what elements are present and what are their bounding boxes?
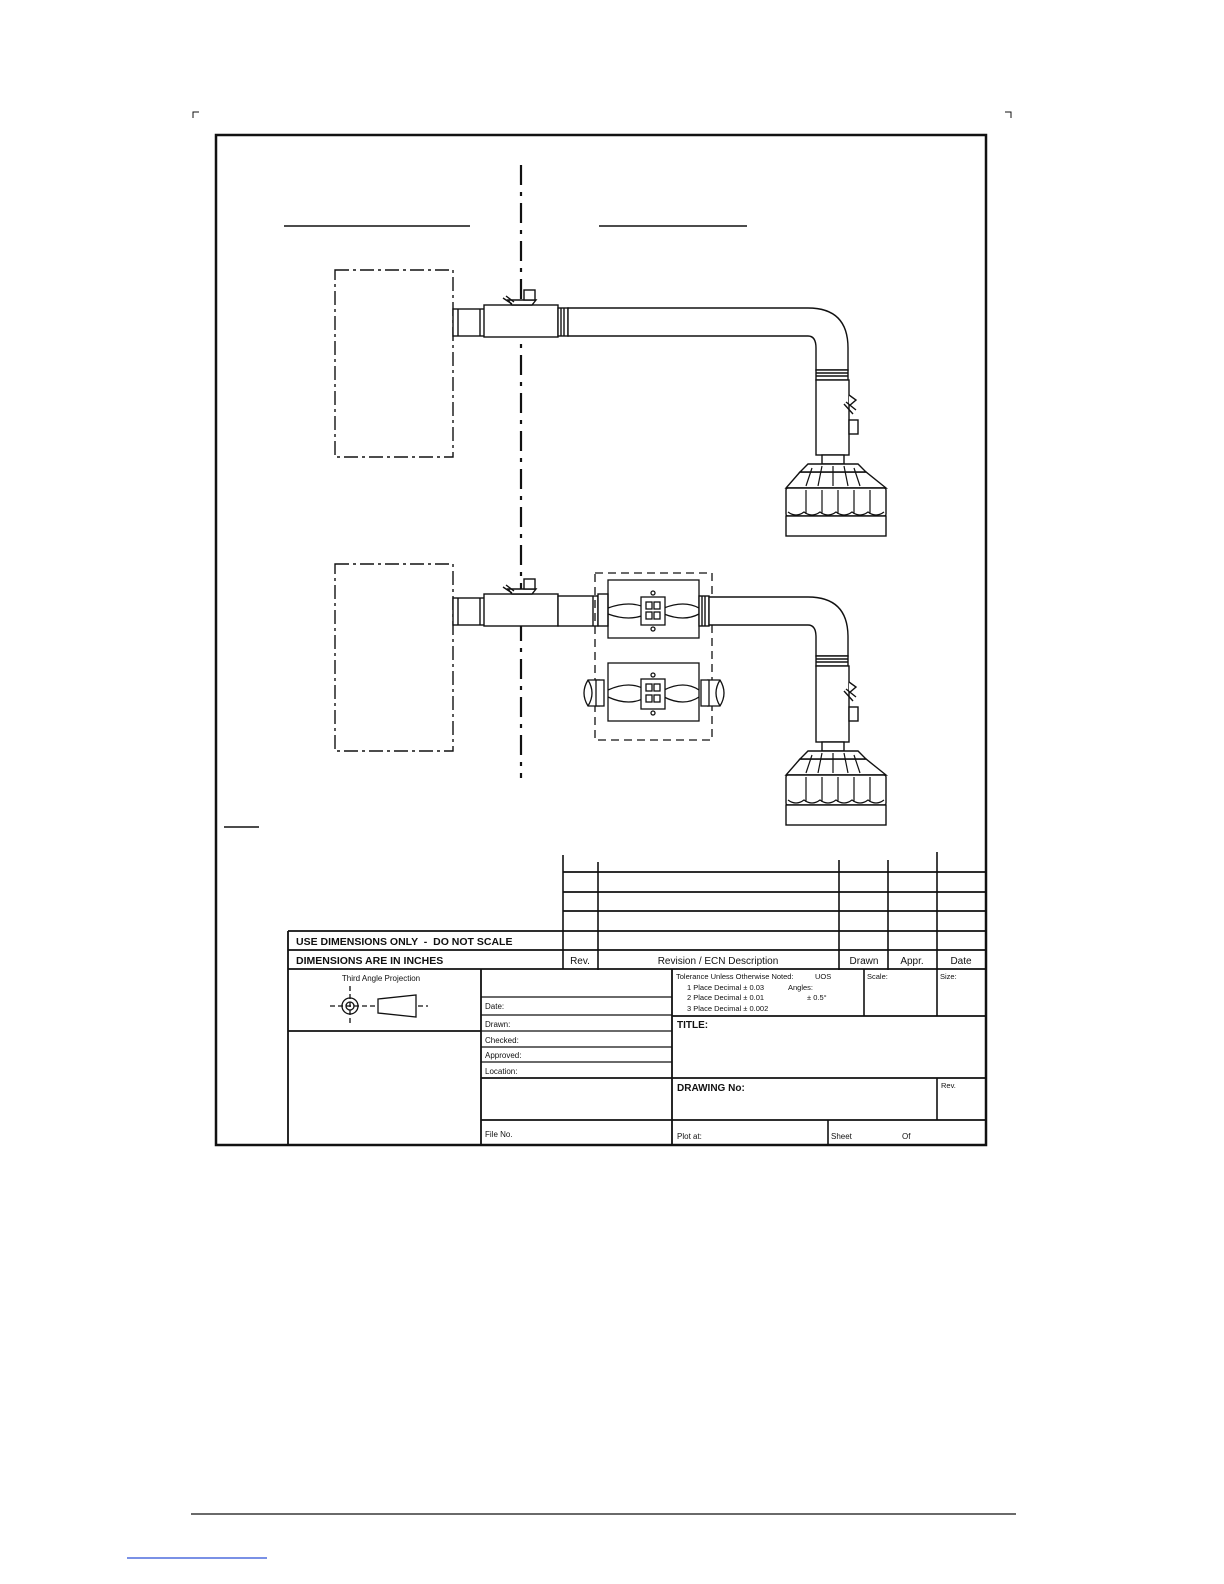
- upper-luminaire-detail: [787, 465, 885, 516]
- rev-header: Rev.: [570, 956, 590, 967]
- upper-terminal-block: [640, 596, 666, 626]
- description-header: Revision / ECN Description: [658, 956, 779, 967]
- lower-fitting-body: [815, 665, 850, 743]
- upper-enclosure: [334, 269, 454, 458]
- lower-valve-body: [483, 593, 559, 627]
- title-block-lines: [287, 852, 986, 1145]
- splice-kit-frame: [594, 572, 713, 741]
- lower-enclosure: [334, 563, 454, 752]
- lower-valve-stem: [523, 578, 536, 590]
- upper-valve-body: [483, 304, 559, 338]
- tolerance-heading: Tolerance Unless Otherwise Noted:: [676, 972, 794, 981]
- lower-assembly: [334, 563, 609, 752]
- lower-conduit-run: [698, 595, 888, 826]
- checked-field-label: Checked:: [485, 1036, 519, 1045]
- drawn-field-label: Drawn:: [485, 1020, 510, 1029]
- title-label: TITLE:: [677, 1020, 708, 1031]
- crop-marks: [192, 111, 1012, 118]
- lower-terminal-block: [640, 678, 666, 710]
- tolerance-angle-value: ± 0.5°: [807, 993, 827, 1002]
- rev-box-label: Rev.: [941, 1081, 956, 1090]
- file-no-label: File No.: [485, 1130, 513, 1139]
- tolerance-three-place: 3 Place Decimal ± 0.002: [687, 1004, 768, 1013]
- upper-conduit: [567, 307, 849, 371]
- tolerance-angles-label: Angles:: [788, 983, 813, 992]
- drawing-border: [214, 133, 988, 1147]
- lower-conduit: [708, 596, 849, 657]
- upper-luminaire: [784, 471, 888, 489]
- appr-header: Appr.: [900, 956, 923, 967]
- date-field-label: Date:: [485, 1002, 504, 1011]
- drawn-header: Drawn: [850, 956, 879, 967]
- upper-fitting-body: [815, 379, 850, 456]
- lower-luminaire-detail: [787, 752, 885, 804]
- of-label: Of: [902, 1132, 911, 1141]
- sheet-label: Sheet: [831, 1132, 853, 1141]
- drawing-no-label: DRAWING No:: [677, 1083, 745, 1094]
- third-angle-projection-symbol: [330, 986, 428, 1026]
- size-label: Size:: [940, 972, 957, 981]
- plot-at-label: Plot at:: [677, 1132, 702, 1141]
- upper-assembly: [334, 269, 888, 537]
- units-note: DIMENSIONS ARE IN INCHES: [296, 955, 443, 967]
- tolerance-uos: UOS: [815, 972, 831, 981]
- date-header: Date: [950, 956, 972, 967]
- approved-field-label: Approved:: [485, 1051, 521, 1060]
- splice-kit: [583, 572, 725, 741]
- tolerance-two-place: 2 Place Decimal ± 0.01: [687, 993, 764, 1002]
- location-field-label: Location:: [485, 1067, 517, 1076]
- tolerance-one-place: 1 Place Decimal ± 0.03: [687, 983, 764, 992]
- lower-luminaire: [784, 758, 888, 776]
- upper-valve-stem: [523, 289, 536, 301]
- scale-note: USE DIMENSIONS ONLY - DO NOT SCALE: [296, 936, 512, 948]
- projection-label: Third Angle Projection: [342, 974, 420, 983]
- scale-label: Scale:: [867, 972, 888, 981]
